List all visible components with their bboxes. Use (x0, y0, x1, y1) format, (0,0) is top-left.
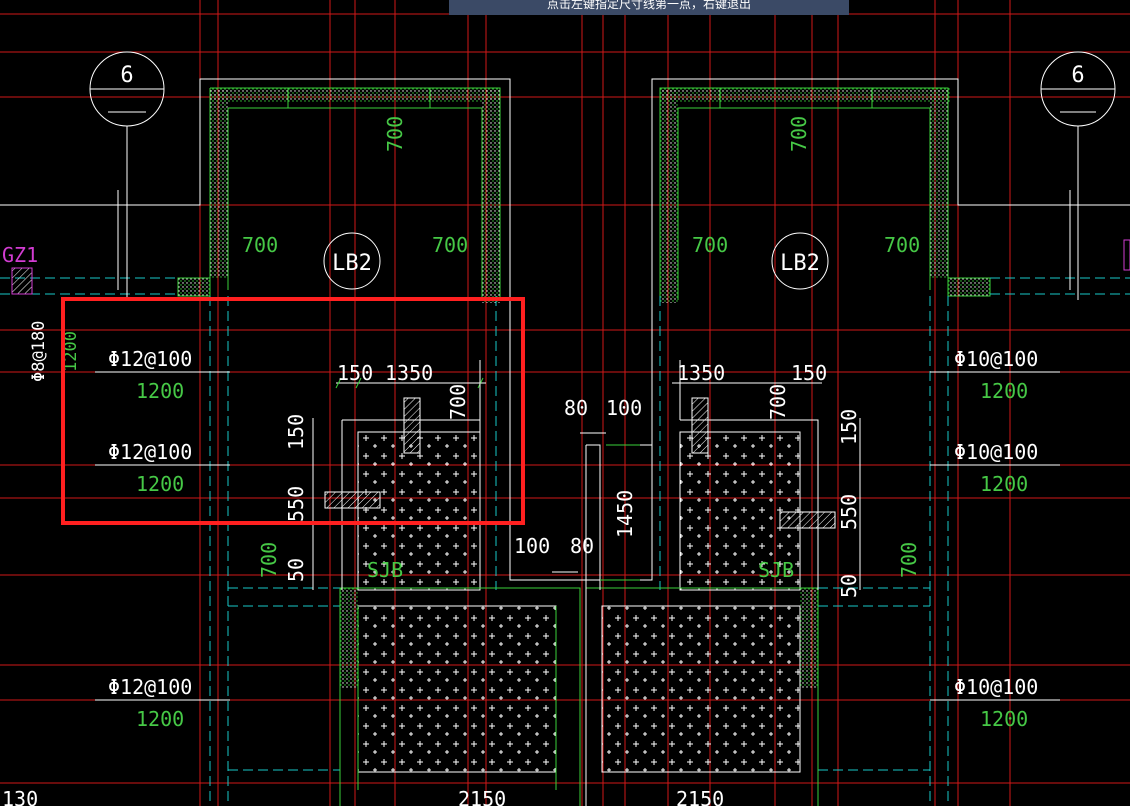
dim-50-left: 50 (284, 558, 308, 582)
break-marks (324, 397, 836, 529)
dim-700-c: 700 (692, 233, 728, 257)
dim-700-small-left: 700 (446, 384, 470, 420)
sjb-left-label: SJB (367, 558, 403, 582)
dim-550-right: 550 (837, 494, 861, 530)
rebar-left-1-len: 1200 (136, 379, 184, 403)
rebar-left-2-len: 1200 (136, 472, 184, 496)
dim-700-small-right: 700 (766, 384, 790, 420)
gz1-label: GZ1 (2, 243, 38, 267)
lb2-left[interactable]: LB2 (323, 232, 381, 290)
dim-80-bottom: 80 (570, 534, 594, 558)
rebar-annotation-left[interactable]: Φ12@100 1200 Φ12@100 1200 Φ12@100 1200 (95, 347, 230, 731)
axis-label-right: 6 (1071, 63, 1084, 88)
dim-700-e: 700 (383, 116, 407, 152)
rebar-vertical-spec: Φ8@180 (29, 321, 49, 382)
left-room-walls[interactable] (0, 78, 600, 581)
dim-150-side-left: 150 (284, 414, 308, 450)
command-tooltip: 点击左键指定尺寸线第一点，右键退出 (449, 0, 849, 15)
dim-2150-right: 2150 (676, 787, 724, 806)
dim-80-top: 80 (564, 396, 588, 420)
dim-700-g: 700 (257, 542, 281, 578)
dim-150-side-right: 150 (837, 409, 861, 445)
dim-1350-left: 1350 (385, 361, 433, 385)
dim-100-top: 100 (606, 396, 642, 420)
dim-700-h: 700 (897, 542, 921, 578)
dim-50-right: 50 (837, 574, 861, 598)
dimension-lines (312, 360, 861, 590)
dimension-labels: 150 1350 1350 150 700 700 150 150 550 55… (2, 361, 861, 806)
rebar-right-2-len: 1200 (980, 472, 1028, 496)
dim-150-top-left: 150 (337, 361, 373, 385)
axis-marker-right: 6 (1040, 51, 1116, 300)
rebar-annotation-right[interactable]: Φ10@100 1200 Φ10@100 1200 Φ10@100 1200 (930, 347, 1060, 731)
dim-130: 130 (2, 787, 38, 806)
dim-700-d: 700 (884, 233, 920, 257)
column-gz1[interactable]: GZ1 (2, 239, 1130, 295)
dim-700-a: 700 (242, 233, 278, 257)
dim-2150-left: 2150 (458, 787, 506, 806)
highlight-selection-box (61, 297, 525, 525)
rebar-vertical-len: 1200 (61, 331, 81, 372)
rebar-left-1-spec: Φ12@100 (108, 347, 192, 371)
rebar-right-3-spec: Φ10@100 (954, 675, 1038, 699)
rebar-right-2-spec: Φ10@100 (954, 440, 1038, 464)
rebar-right-1-len: 1200 (980, 379, 1028, 403)
axis-label-left: 6 (120, 63, 133, 88)
dim-700-b: 700 (432, 233, 468, 257)
slab-boundary-dashed (0, 277, 1130, 806)
sjb-labels: SJB SJB (367, 558, 794, 582)
rebar-left-3-len: 1200 (136, 707, 184, 731)
lb2-right[interactable]: LB2 (771, 232, 829, 290)
dim-550-left: 550 (284, 486, 308, 522)
axis-marker-left: 6 (89, 51, 165, 300)
dim-100-bottom: 100 (514, 534, 550, 558)
wall-dimension-labels: 700 700 700 700 700 700 700 700 (242, 116, 921, 578)
lb2-right-label: LB2 (780, 251, 820, 276)
rebar-vertical-annotation[interactable]: Φ8@180 1200 (29, 321, 81, 382)
dim-700-f: 700 (787, 116, 811, 152)
dim-1350-right: 1350 (677, 361, 725, 385)
shaft-hatch-areas (339, 419, 819, 806)
rebar-right-1-spec: Φ10@100 (954, 347, 1038, 371)
rebar-right-3-len: 1200 (980, 707, 1028, 731)
rebar-left-2-spec: Φ12@100 (108, 440, 192, 464)
sjb-right-label: SJB (758, 558, 794, 582)
rebar-left-3-spec: Φ12@100 (108, 675, 192, 699)
right-room-walls[interactable] (600, 78, 1130, 581)
dim-1450: 1450 (613, 490, 637, 538)
dim-150-top-right: 150 (791, 361, 827, 385)
lb2-left-label: LB2 (332, 251, 372, 276)
